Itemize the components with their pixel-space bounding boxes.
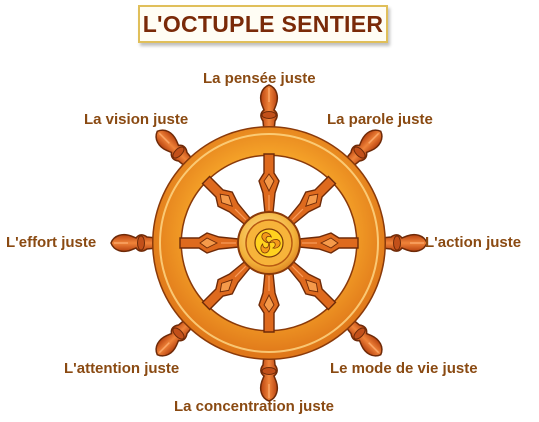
wheel-spokes (179, 153, 359, 333)
wheel-spoke (258, 153, 280, 214)
wheel-handle (110, 233, 158, 253)
rim-highlight (159, 133, 379, 353)
wheel-spoke (179, 232, 240, 254)
wheel-spoke (298, 232, 359, 254)
title-box: L'OCTUPLE SENTIER (138, 5, 388, 43)
gankyil-swirl (260, 242, 271, 254)
wheel-spoke (286, 175, 337, 226)
wheel-spoke (286, 260, 337, 311)
label-pensee: La pensée juste (203, 70, 316, 87)
wheel-handle (155, 129, 195, 169)
label-concentration: La concentration juste (174, 398, 335, 415)
wheel-handle (343, 129, 383, 169)
label-parole: La parole juste (327, 111, 433, 128)
title: L'OCTUPLE SENTIER (142, 10, 384, 37)
label-attention: L'attention juste (64, 360, 180, 377)
wheel-spoke (201, 175, 252, 226)
wheel-handle (259, 354, 279, 402)
gankyil-swirl (261, 232, 272, 244)
label-action: L'action juste (425, 234, 522, 251)
label-effort: L'effort juste (6, 234, 97, 251)
label-vision: La vision juste (84, 111, 189, 128)
gankyil-swirls (260, 232, 281, 254)
label-mode-de-vie: Le mode de vie juste (330, 360, 478, 377)
wheel-handle (259, 84, 279, 132)
wheel-handle (343, 317, 383, 357)
wheel-spoke (201, 260, 252, 311)
wheel-handle (155, 317, 195, 357)
wheel-handles (110, 84, 428, 402)
wheel-spoke (258, 272, 280, 333)
gankyil-swirl (268, 239, 281, 249)
outer-rim (153, 127, 385, 359)
wheel-handle (380, 233, 428, 253)
